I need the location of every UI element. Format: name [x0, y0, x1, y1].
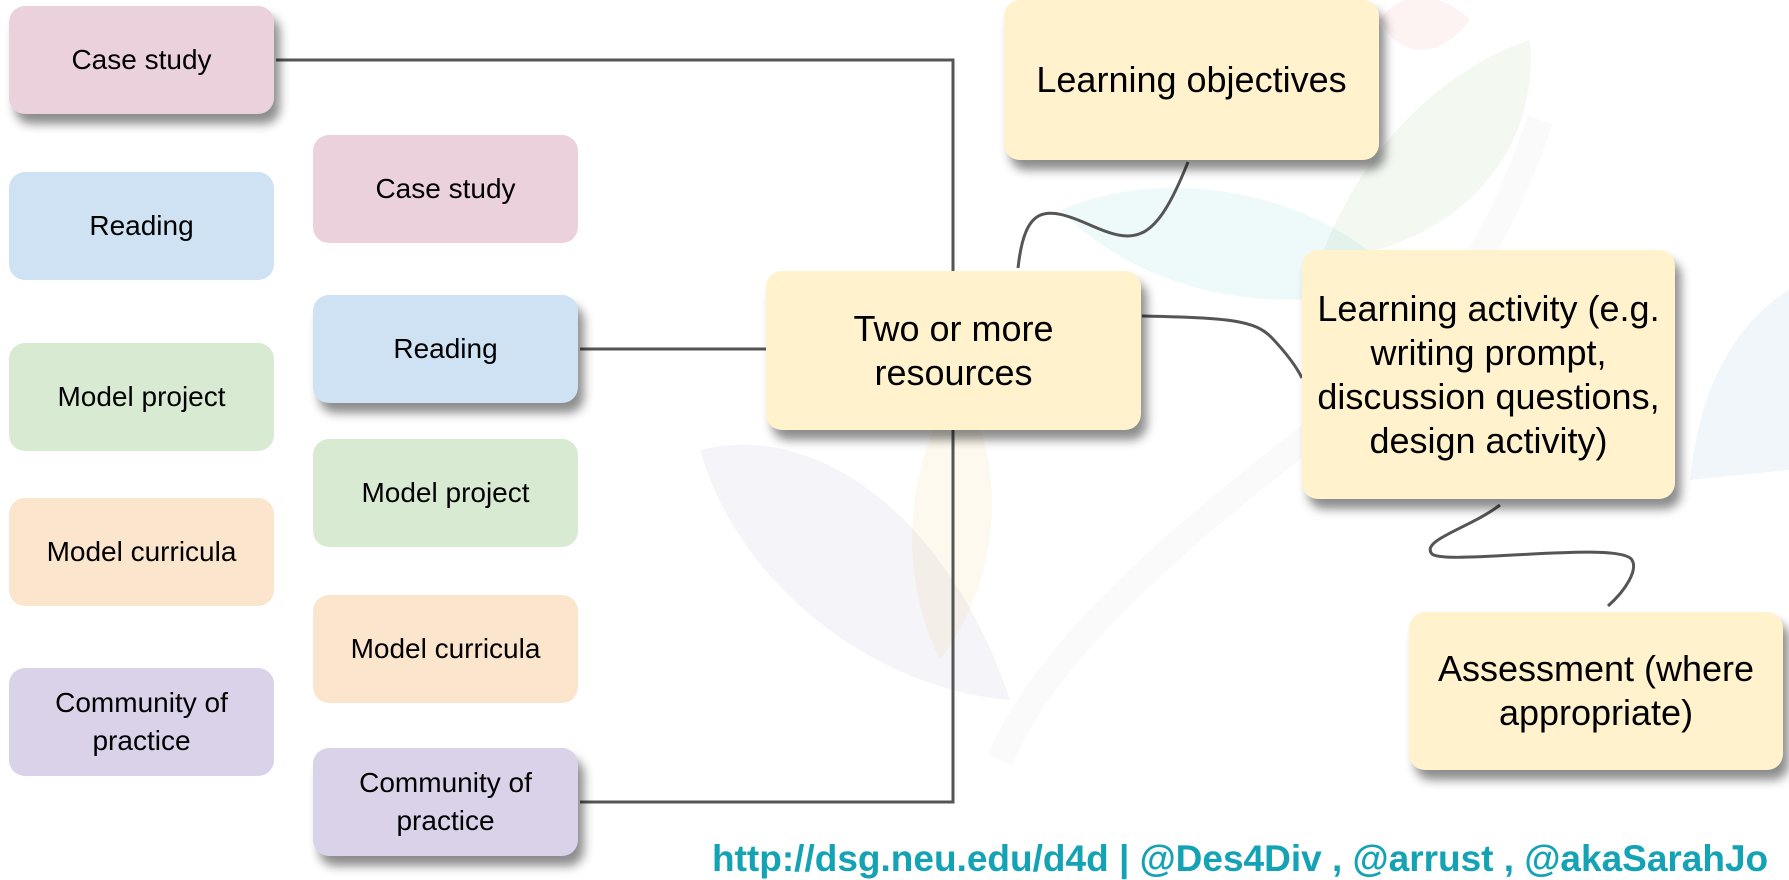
- assessment: Assessment (where appropriate): [1409, 612, 1783, 770]
- bg-leaf-green: [1320, 40, 1531, 260]
- footer-credits[interactable]: http://dsg.neu.edu/d4d | @Des4Div , @arr…: [712, 838, 1769, 879]
- learning-activity: Learning activity (e.g. writing prompt, …: [1302, 250, 1675, 499]
- learning-objectives: Learning objectives: [1004, 0, 1379, 160]
- bg-leaf-red: [1380, 0, 1470, 50]
- left-model-curricula: Model curricula: [9, 498, 274, 606]
- left-community-of-practice: Community of practice: [9, 668, 274, 776]
- bg-leaf-blue: [1690, 290, 1789, 480]
- left-model-project: Model project: [9, 343, 274, 451]
- middle-case-study: Case study: [313, 135, 578, 243]
- middle-model-project: Model project: [313, 439, 578, 547]
- center-two-or-more-resources: Two or more resources: [766, 271, 1141, 430]
- left-reading: Reading: [9, 172, 274, 280]
- middle-model-curricula: Model curricula: [313, 595, 578, 703]
- middle-reading: Reading: [313, 295, 578, 403]
- middle-community-of-practice: Community of practice: [313, 748, 578, 856]
- left-case-study: Case study: [9, 6, 274, 114]
